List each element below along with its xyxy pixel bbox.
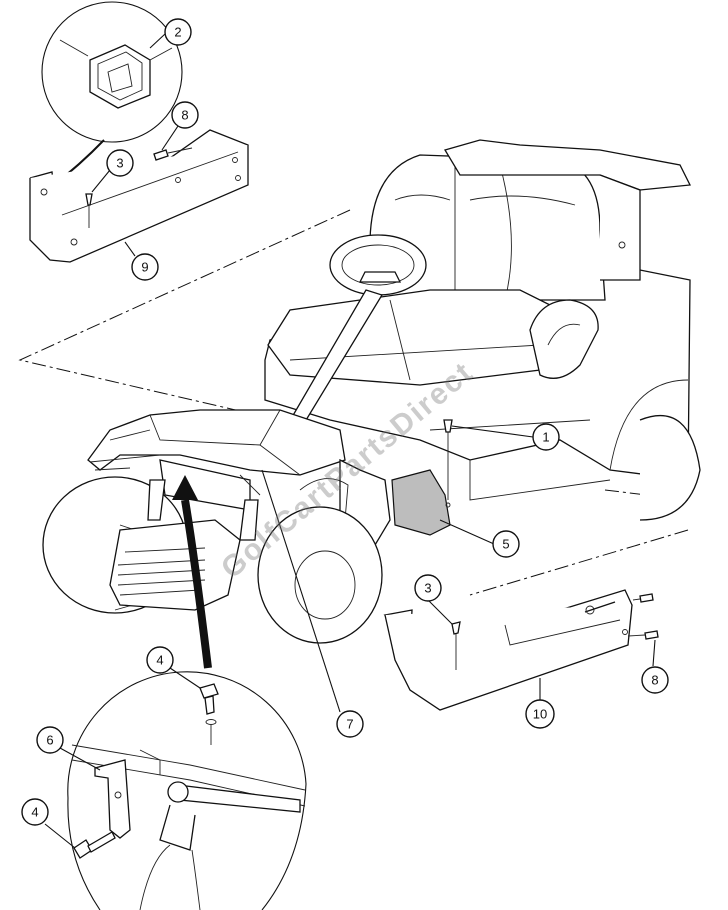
callout-4-bottom: 4 bbox=[21, 798, 49, 826]
callout-2-label: 2 bbox=[174, 25, 181, 40]
screw-3-left bbox=[85, 193, 93, 228]
callout-7: 7 bbox=[336, 710, 364, 738]
right-rocker-panel bbox=[383, 589, 633, 711]
leader-lines bbox=[44, 33, 656, 849]
callout-9: 9 bbox=[131, 253, 159, 281]
clip-detail-view bbox=[41, 1, 183, 143]
pins-8-right bbox=[627, 593, 659, 640]
detail-arrow bbox=[181, 499, 212, 669]
callout-4-top: 4 bbox=[146, 646, 174, 674]
callout-5-label: 5 bbox=[502, 537, 509, 552]
callout-3-right: 3 bbox=[414, 574, 442, 602]
callout-6: 6 bbox=[36, 726, 64, 754]
callout-10-label: 10 bbox=[533, 707, 547, 722]
left-rocker-panel bbox=[29, 129, 249, 263]
callout-3-top-label: 3 bbox=[116, 156, 123, 171]
callout-4-top-label: 4 bbox=[156, 653, 163, 668]
callout-4-bottom-label: 4 bbox=[31, 805, 38, 820]
bolt-4-bottom bbox=[73, 831, 116, 859]
callout-3-right-label: 3 bbox=[424, 581, 431, 596]
callout-5: 5 bbox=[492, 530, 520, 558]
screw-1 bbox=[443, 419, 453, 508]
callout-8-top-label: 8 bbox=[181, 108, 188, 123]
callout-8-right-label: 8 bbox=[651, 673, 658, 688]
callout-8-right: 8 bbox=[641, 666, 669, 694]
callout-8-top: 8 bbox=[171, 101, 199, 129]
pin-8-left bbox=[153, 147, 193, 161]
screw-3-right bbox=[451, 621, 461, 670]
callout-3-top: 3 bbox=[106, 149, 134, 177]
bolt-4-top bbox=[199, 683, 219, 745]
callout-10: 10 bbox=[525, 699, 555, 729]
golf-cart-body bbox=[42, 139, 701, 644]
callout-9-label: 9 bbox=[141, 260, 148, 275]
callout-2: 2 bbox=[164, 18, 192, 46]
bracket-detail-view bbox=[67, 671, 307, 910]
shaded-panel-5 bbox=[391, 469, 451, 536]
callout-1: 1 bbox=[532, 423, 560, 451]
callout-7-label: 7 bbox=[346, 717, 353, 732]
alignment-line-left bbox=[18, 209, 351, 419]
callout-1-label: 1 bbox=[542, 430, 549, 445]
callout-6-label: 6 bbox=[46, 733, 53, 748]
